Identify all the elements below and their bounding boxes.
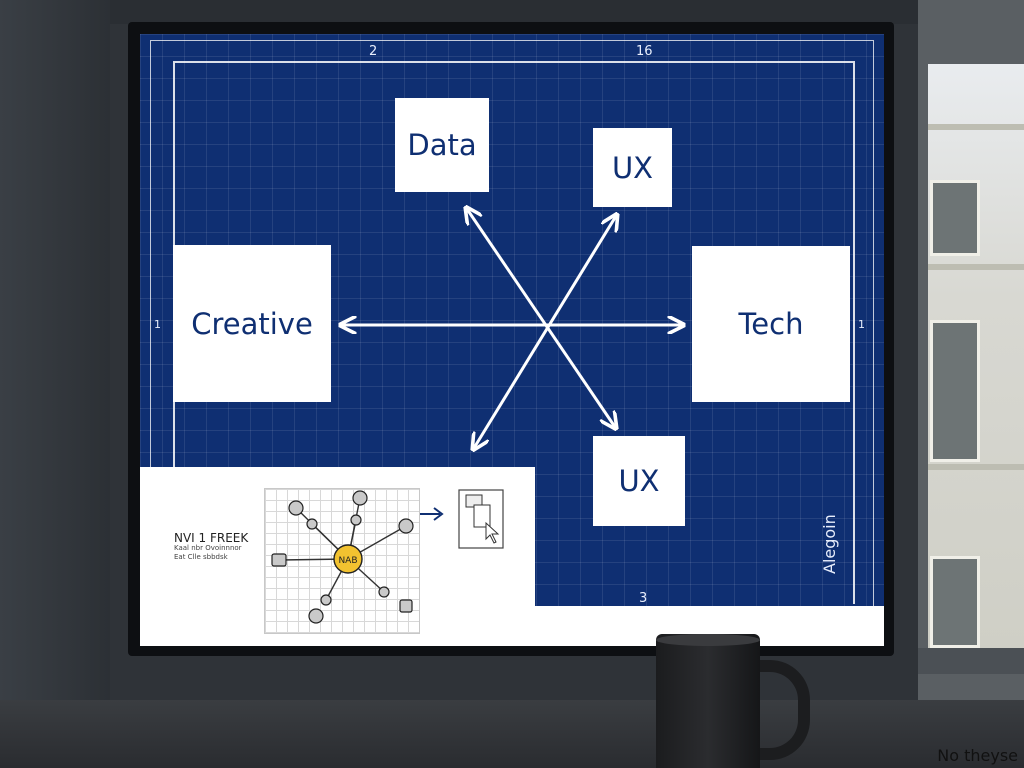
arrow-ux-top-diagonal: [474, 216, 616, 448]
node-data-label: Data: [407, 128, 477, 162]
dimension-right: 1: [858, 318, 865, 331]
node-ux-bottom-label: UX: [618, 464, 660, 498]
sketch-hub-label: NAB: [338, 556, 357, 566]
caption-text: No theyse: [937, 746, 1018, 765]
monitor-screen: 2 16 3 1 1 Data UX Creative Tech UX Aleg…: [140, 34, 884, 646]
sketch-network: NAB: [271, 490, 414, 624]
node-ux-top-label: UX: [611, 150, 654, 185]
inset-subline-2: Eat Clle sbbdsk: [174, 553, 228, 561]
desk: [0, 700, 1024, 768]
sketch-hub: [333, 544, 363, 574]
vertical-text-label: Alegoin: [820, 514, 839, 574]
mug-rim: [656, 634, 760, 646]
inset-bottom-strip: [140, 606, 884, 646]
wall-left: [0, 0, 110, 768]
inset-heading: NVI 1 FREEK: [174, 531, 249, 545]
node-tech-label: Tech: [738, 307, 804, 341]
node-creative-label: Creative: [191, 306, 313, 341]
window-view: [928, 64, 1024, 648]
dimension-bottom: 3: [639, 591, 648, 606]
node-data: Data: [395, 98, 489, 192]
arrow-data-ux-bottom: [467, 209, 615, 427]
document-cursor-icon: [458, 489, 504, 549]
connector-arrows: [140, 34, 884, 646]
node-creative: Creative: [173, 245, 331, 402]
inset-subline-1: Kaal nbr Ovoinnnor: [174, 544, 242, 552]
node-tech: Tech: [692, 246, 850, 402]
dimension-top-left: 2: [369, 44, 378, 59]
window-sill: [918, 648, 1024, 674]
coffee-mug: [656, 634, 760, 768]
dimension-left: 1: [154, 318, 161, 331]
wall: [0, 0, 1024, 24]
node-ux-top: UX: [593, 128, 672, 207]
dimension-top-right: 16: [636, 44, 653, 59]
node-ux-bottom: UX: [593, 436, 685, 526]
arrow-right-icon: [420, 507, 444, 521]
